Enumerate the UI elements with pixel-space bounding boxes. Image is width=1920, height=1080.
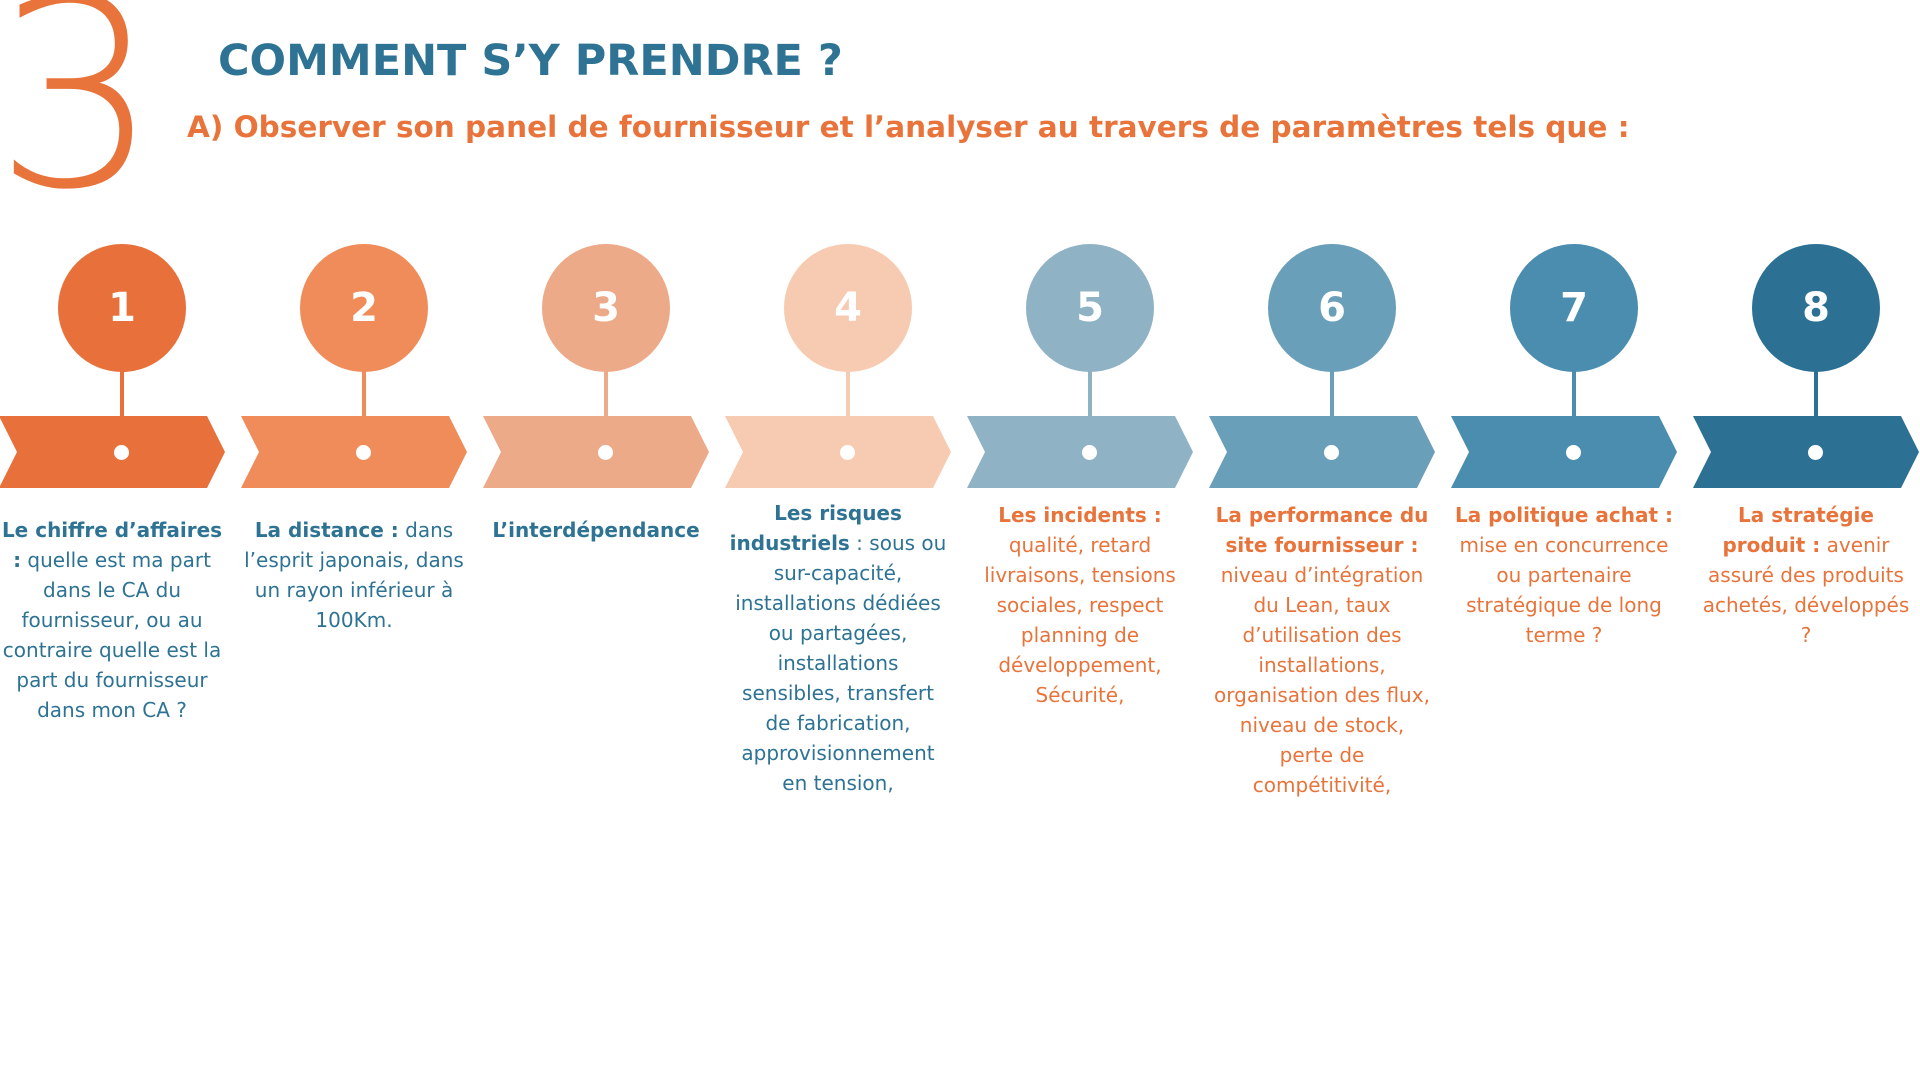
- step-dot: [1566, 445, 1581, 460]
- step-body: qualité, retard livraisons, tensions soc…: [984, 533, 1176, 707]
- step-title: La performance du site fournisseur :: [1215, 503, 1429, 557]
- step-connector: [1330, 370, 1334, 418]
- step-2: 2 La distance : dans l’esprit japonais, …: [241, 0, 483, 1080]
- step-description: La stratégie produit : avenir assuré des…: [1695, 500, 1917, 650]
- step-title: L’interdépendance: [492, 518, 700, 542]
- chevron-arrow-shape: [1451, 416, 1677, 488]
- step-connector: [604, 370, 608, 418]
- chevron-arrow-shape: [483, 416, 709, 488]
- step-7: 7 La politique achat : mise en concurren…: [1451, 0, 1693, 1080]
- chevron-arrow-shape: [725, 416, 951, 488]
- chevron-arrow-shape: [0, 416, 225, 488]
- step-description: L’interdépendance: [485, 515, 707, 545]
- step-description: La politique achat : mise en concurrence…: [1453, 500, 1675, 650]
- step-number-circle: 3: [542, 244, 670, 372]
- step-5: 5 Les incidents : qualité, retard livrai…: [967, 0, 1209, 1080]
- chevron-arrow-shape: [241, 416, 467, 488]
- step-number-circle: 2: [300, 244, 428, 372]
- step-connector: [1814, 370, 1818, 418]
- step-number-circle: 7: [1510, 244, 1638, 372]
- step-body: : sous ou sur-capacité, installations dé…: [735, 531, 947, 795]
- step-body: dans l’esprit japonais, dans un rayon in…: [244, 518, 464, 632]
- step-dot: [1082, 445, 1097, 460]
- step-3: 3 L’interdépendance: [483, 0, 725, 1080]
- step-number-circle: 1: [58, 244, 186, 372]
- step-number-circle: 6: [1268, 244, 1396, 372]
- step-description: Les risques industriels : sous ou sur-ca…: [727, 498, 949, 798]
- step-1: 1 Le chiffre d’affaires : quelle est ma …: [0, 0, 241, 1080]
- step-dot: [598, 445, 613, 460]
- step-dot: [356, 445, 371, 460]
- step-connector: [1088, 370, 1092, 418]
- chevron-arrow-shape: [967, 416, 1193, 488]
- step-dot: [840, 445, 855, 460]
- step-title: Les risques industriels: [729, 501, 902, 555]
- step-number-circle: 5: [1026, 244, 1154, 372]
- step-connector: [362, 370, 366, 418]
- step-number-circle: 8: [1752, 244, 1880, 372]
- section-number: 3: [0, 0, 159, 247]
- step-title: La distance :: [254, 518, 399, 542]
- step-description: Les incidents : qualité, retard livraiso…: [969, 500, 1191, 710]
- step-dot: [1324, 445, 1339, 460]
- step-title: La stratégie produit :: [1722, 503, 1874, 557]
- page-title: COMMENT S’Y PRENDRE ?: [218, 36, 843, 86]
- step-body: quelle est ma part dans le CA du fournis…: [2, 548, 222, 722]
- step-body: mise en concurrence ou partenaire straté…: [1459, 533, 1669, 647]
- step-6: 6 La performance du site fournisseur : n…: [1209, 0, 1451, 1080]
- step-connector: [846, 370, 850, 418]
- step-title: Les incidents :: [998, 503, 1162, 527]
- step-connector: [1572, 370, 1576, 418]
- step-body: niveau d’intégration du Lean, taux d’uti…: [1214, 563, 1430, 797]
- step-connector: [120, 370, 124, 418]
- step-dot: [1808, 445, 1823, 460]
- step-4: 4 Les risques industriels : sous ou sur-…: [725, 0, 967, 1080]
- step-number-circle: 4: [784, 244, 912, 372]
- chevron-arrow-shape: [1693, 416, 1919, 488]
- step-description: Le chiffre d’affaires : quelle est ma pa…: [1, 515, 223, 725]
- step-description: La performance du site fournisseur : niv…: [1211, 500, 1433, 800]
- step-dot: [114, 445, 129, 460]
- step-description: La distance : dans l’esprit japonais, da…: [243, 515, 465, 635]
- page-subtitle: A) Observer son panel de fournisseur et …: [187, 110, 1630, 144]
- step-title: La politique achat :: [1454, 503, 1674, 527]
- chevron-arrow-shape: [1209, 416, 1435, 488]
- step-8: 8 La stratégie produit : avenir assuré d…: [1693, 0, 1920, 1080]
- step-body: avenir assuré des produits achetés, déve…: [1702, 533, 1910, 647]
- step-title: Le chiffre d’affaires :: [1, 518, 223, 572]
